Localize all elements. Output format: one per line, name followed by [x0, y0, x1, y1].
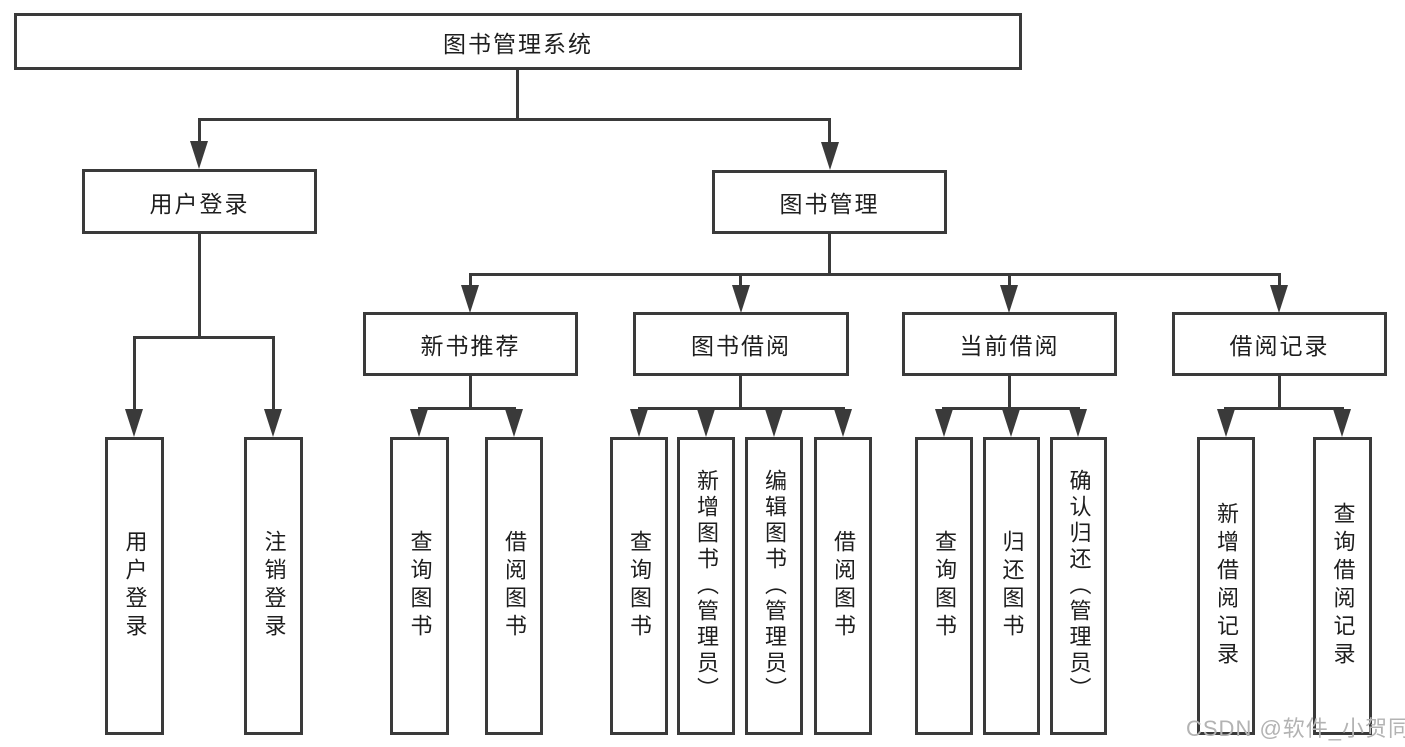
leaf-logout-label: 注销登录 — [261, 530, 287, 642]
node-book-mgmt: 图书管理 — [712, 170, 947, 234]
leaf-borrow-book-1: 借阅图书 — [485, 437, 543, 735]
connector-drop-leaf-logout — [272, 336, 275, 414]
node-book-mgmt-label: 图书管理 — [779, 191, 880, 217]
arrow-down-icon — [765, 409, 783, 437]
leaf-edit-book-admin-label: 编辑图书（管理员） — [762, 469, 787, 703]
leaf-add-book-admin: 新增图书（管理员） — [677, 437, 735, 735]
connector-user-login-stem — [198, 232, 201, 339]
arrow-down-icon — [264, 409, 282, 437]
connector-drop-book-mgmt — [828, 118, 831, 148]
leaf-user-login: 用户登录 — [105, 437, 164, 735]
leaf-add-borrow-record-label: 新增借阅记录 — [1214, 502, 1239, 670]
leaf-edit-book-admin: 编辑图书（管理员） — [745, 437, 803, 735]
node-borrow-records-label: 借阅记录 — [1229, 333, 1330, 359]
connector-drop-new-book-rec — [469, 273, 472, 289]
node-current-borrow-label: 当前借阅 — [959, 333, 1060, 359]
leaf-add-borrow-record: 新增借阅记录 — [1197, 437, 1255, 735]
connector-root-split — [198, 118, 831, 121]
arrow-down-icon — [732, 285, 750, 313]
leaf-user-login-label: 用户登录 — [122, 530, 148, 642]
connector-current-borrow-split — [942, 407, 1080, 410]
arrow-down-icon — [1002, 409, 1020, 437]
node-current-borrow: 当前借阅 — [902, 312, 1117, 376]
arrow-down-icon — [1333, 409, 1351, 437]
arrow-down-icon — [1000, 285, 1018, 313]
connector-drop-borrow-records — [1278, 273, 1281, 289]
leaf-confirm-return-admin-label: 确认归还（管理员） — [1066, 469, 1092, 703]
connector-book-mgmt-split — [469, 273, 1280, 276]
connector-drop-user-login — [198, 118, 201, 148]
node-new-book-rec-label: 新书推荐 — [420, 333, 521, 359]
arrow-down-icon — [125, 409, 143, 437]
connector-user-login-split — [133, 336, 275, 339]
connector-book-borrow-split — [638, 407, 845, 410]
connector-current-borrow-stem — [1008, 374, 1011, 410]
connector-book-mgmt-stem — [828, 232, 831, 276]
watermark: CSDN @软件_小贺同学 — [1186, 716, 1405, 741]
node-book-borrow: 图书借阅 — [633, 312, 849, 376]
node-root: 图书管理系统 — [14, 13, 1022, 70]
node-user-login: 用户登录 — [82, 169, 317, 234]
leaf-query-borrow-record-label: 查询借阅记录 — [1330, 502, 1356, 670]
leaf-return-book: 归还图书 — [983, 437, 1040, 735]
arrow-down-icon — [821, 142, 839, 170]
leaf-query-book-1: 查询图书 — [390, 437, 449, 735]
leaf-query-book-1-label: 查询图书 — [407, 530, 433, 642]
leaf-return-book-label: 归还图书 — [999, 530, 1025, 642]
node-user-login-label: 用户登录 — [149, 190, 250, 217]
arrow-down-icon — [1217, 409, 1235, 437]
arrow-down-icon — [630, 409, 648, 437]
arrow-down-icon — [461, 285, 479, 313]
leaf-query-book-2-label: 查询图书 — [627, 530, 652, 642]
connector-book-borrow-stem — [739, 374, 742, 410]
arrow-down-icon — [1069, 409, 1087, 437]
leaf-logout: 注销登录 — [244, 437, 303, 735]
leaf-borrow-book-2-label: 借阅图书 — [831, 530, 856, 642]
leaf-borrow-book-1-label: 借阅图书 — [502, 530, 527, 642]
leaf-query-book-3: 查询图书 — [915, 437, 973, 735]
arrow-down-icon — [410, 409, 428, 437]
connector-borrow-records-split — [1224, 407, 1344, 410]
connector-root-stem — [516, 69, 519, 121]
leaf-query-book-3-label: 查询图书 — [932, 530, 957, 642]
arrow-down-icon — [697, 409, 715, 437]
arrow-down-icon — [834, 409, 852, 437]
leaf-confirm-return-admin: 确认归还（管理员） — [1050, 437, 1107, 735]
leaf-query-borrow-record: 查询借阅记录 — [1313, 437, 1372, 735]
connector-drop-leaf-user-login — [133, 336, 136, 414]
node-new-book-rec: 新书推荐 — [363, 312, 578, 376]
leaf-query-book-2: 查询图书 — [610, 437, 668, 735]
connector-borrow-records-stem — [1278, 374, 1281, 410]
connector-new-book-rec-stem — [469, 374, 472, 410]
node-root-label: 图书管理系统 — [443, 30, 593, 57]
leaf-borrow-book-2: 借阅图书 — [814, 437, 872, 735]
node-borrow-records: 借阅记录 — [1172, 312, 1387, 376]
connector-new-book-rec-split — [418, 407, 516, 410]
node-book-borrow-label: 图书借阅 — [691, 333, 791, 359]
connector-drop-current-borrow — [1008, 273, 1011, 289]
connector-drop-book-borrow — [739, 273, 742, 289]
leaf-add-book-admin-label: 新增图书（管理员） — [694, 469, 719, 703]
arrow-down-icon — [935, 409, 953, 437]
arrow-down-icon — [190, 141, 208, 169]
arrow-down-icon — [505, 409, 523, 437]
arrow-down-icon — [1270, 285, 1288, 313]
